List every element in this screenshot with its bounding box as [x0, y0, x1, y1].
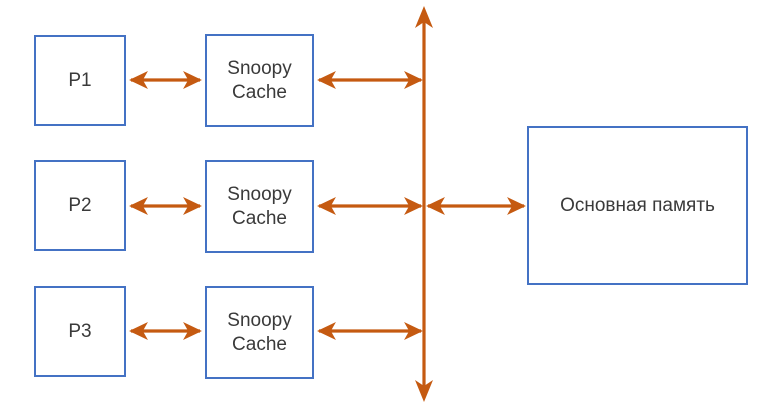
- processor-label-p2: P2: [68, 194, 92, 216]
- cache-box-1[interactable]: Snoopy Cache: [205, 34, 314, 127]
- cache-box-2[interactable]: Snoopy Cache: [205, 160, 314, 253]
- cache-label-3: Snoopy Cache: [227, 310, 292, 355]
- processor-box-p3[interactable]: P3: [34, 286, 126, 377]
- bus-arrowhead-bottom: [415, 380, 433, 402]
- cache-label-1: Snoopy Cache: [227, 58, 292, 103]
- processor-box-p2[interactable]: P2: [34, 160, 126, 251]
- bus-arrowhead-top: [415, 6, 433, 28]
- cache-label-2: Snoopy Cache: [227, 184, 292, 229]
- processor-box-p1[interactable]: P1: [34, 35, 126, 126]
- cache-box-3[interactable]: Snoopy Cache: [205, 286, 314, 379]
- processor-label-p3: P3: [68, 320, 92, 342]
- processor-label-p1: P1: [68, 69, 92, 91]
- main-memory-label: Основная память: [560, 194, 715, 216]
- main-memory-box[interactable]: Основная память: [527, 126, 748, 285]
